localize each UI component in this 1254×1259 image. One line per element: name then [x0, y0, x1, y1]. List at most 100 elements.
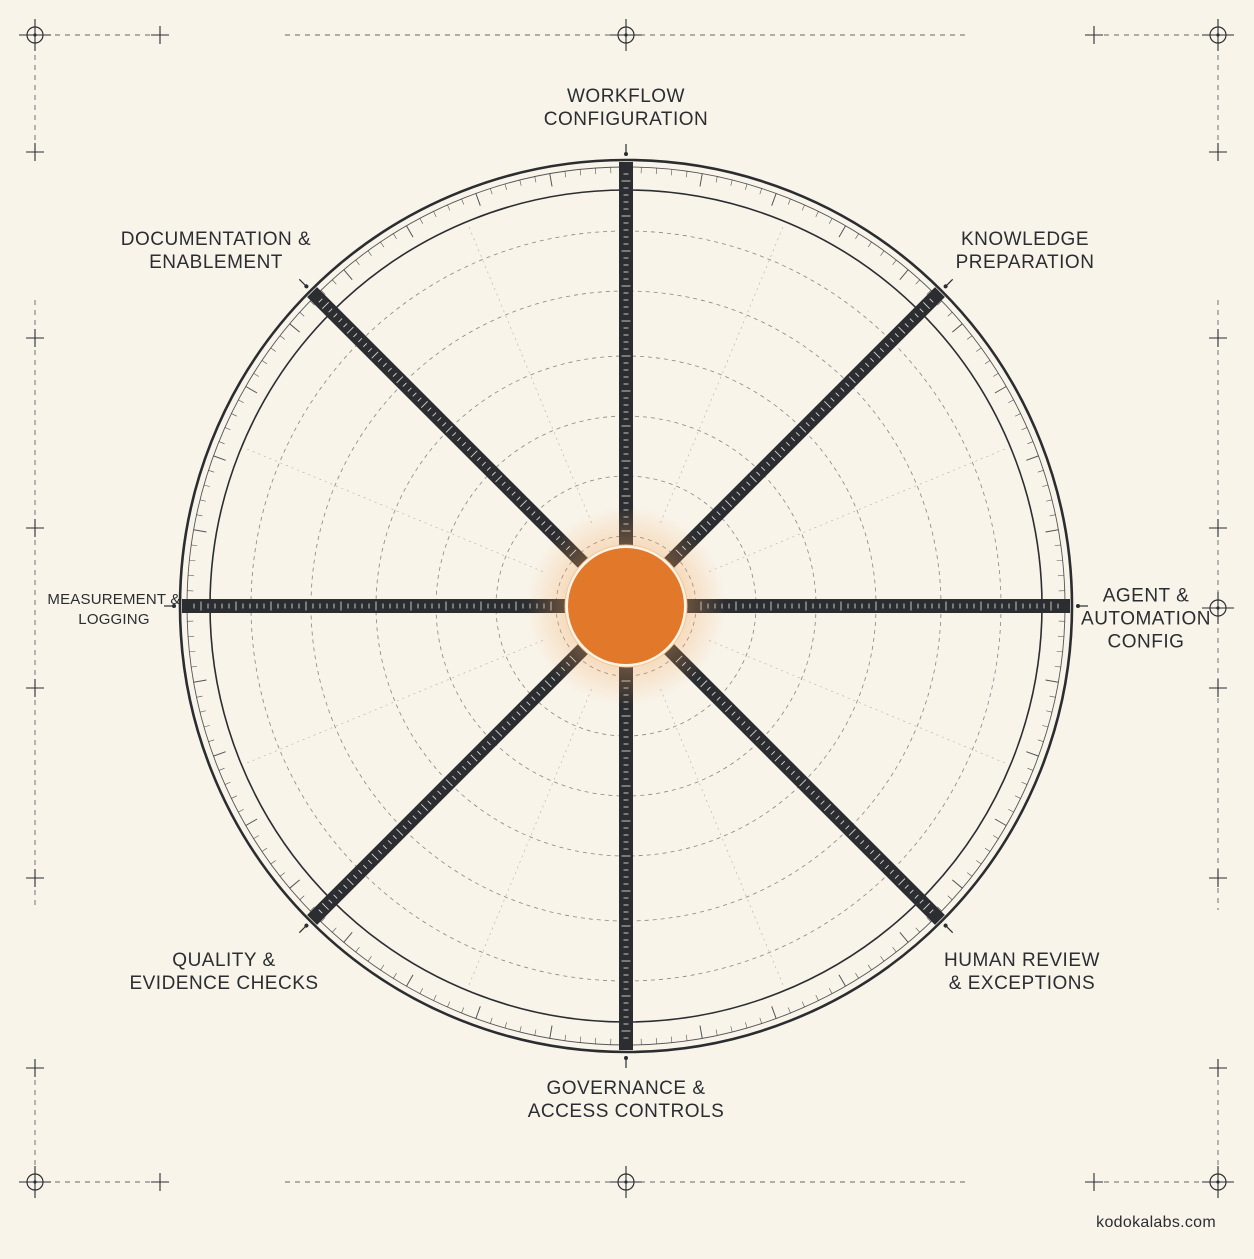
ring-tick [204, 725, 210, 727]
ring-tick [231, 796, 236, 799]
ring-tick [447, 1002, 449, 1007]
ring-tick [1042, 725, 1048, 727]
ring-tick [1022, 427, 1027, 429]
ring-tick [535, 177, 536, 183]
ring-tick [197, 515, 203, 516]
ring-tick [1057, 560, 1063, 561]
hub-circle [568, 548, 684, 664]
ring-tick [219, 768, 225, 770]
label-line: CONFIGURATION [544, 108, 708, 131]
label-line: MEASUREMENT & [47, 590, 180, 610]
watermark: kodokalabs.com [1096, 1214, 1216, 1232]
ring-tick [1008, 400, 1013, 403]
ring-tick [839, 975, 846, 986]
ring-tick [952, 324, 962, 332]
ring-tick [1038, 470, 1044, 472]
ring-tick [1015, 414, 1020, 417]
ring-tick [976, 861, 981, 865]
ring-tick [829, 988, 832, 993]
crosshair-mark [610, 19, 642, 51]
ring-tick [262, 361, 267, 364]
label-governance-access-controls: GOVERNANCE & ACCESS CONTROLS [528, 1077, 724, 1123]
ring-tick [868, 242, 871, 247]
label-line: ENABLEMENT [121, 251, 311, 274]
crosshair-mark [610, 1166, 642, 1198]
label-human-review-exceptions: HUMAN REVIEW & EXCEPTIONS [944, 949, 1100, 995]
ring-tick [1046, 530, 1059, 532]
spoke-leader-dot [1076, 604, 1080, 608]
ring-tick [420, 988, 423, 993]
guide-ray [709, 449, 1005, 571]
spoke-leader-dot [624, 1056, 628, 1060]
spoke-governance-access-controls [619, 646, 633, 1068]
ring-tick [855, 234, 858, 239]
ring-tick [952, 880, 962, 888]
ring-tick [381, 242, 384, 247]
ring-tick [238, 400, 243, 403]
ring-tick [300, 312, 304, 316]
ring-tick [716, 1030, 717, 1036]
ring-tick [993, 373, 998, 376]
spoke-workflow-configuration [619, 144, 633, 566]
ring-tick [985, 361, 990, 364]
ring-tick [254, 373, 259, 376]
label-line: KNOWLEDGE [956, 228, 1095, 251]
ring-tick [208, 470, 214, 472]
ring-tick [476, 193, 480, 205]
ring-tick [995, 387, 1006, 394]
ring-tick [280, 873, 285, 877]
guide-ray [660, 689, 782, 985]
ring-tick [855, 973, 858, 978]
ring-tick [197, 696, 203, 697]
label-agent-automation-config: AGENT & AUTOMATION CONFIG [1081, 585, 1211, 654]
ring-tick [200, 500, 206, 501]
label-line: ACCESS CONTROLS [528, 1100, 724, 1123]
ring-tick [393, 973, 396, 978]
ring-tick [462, 1007, 464, 1013]
ring-tick [225, 782, 230, 784]
ring-tick [368, 956, 372, 961]
ring-tick [535, 1030, 536, 1036]
ring-tick [760, 1018, 762, 1024]
ring-tick [189, 651, 195, 652]
ring-tick [772, 1006, 776, 1018]
ring-tick [381, 965, 384, 970]
ring-tick [1050, 515, 1056, 516]
ring-tick [760, 188, 762, 194]
ring-tick [520, 180, 521, 186]
label-line: GOVERNANCE & [528, 1077, 724, 1100]
ring-tick [686, 1035, 687, 1041]
ring-tick [1057, 651, 1063, 652]
ring-tick [686, 171, 687, 177]
ring-tick [447, 205, 449, 210]
ring-tick [550, 174, 552, 187]
ring-tick [700, 1026, 702, 1039]
ring-tick [231, 414, 236, 417]
ring-tick [881, 956, 885, 961]
ring-tick [254, 835, 259, 838]
ring-tick [200, 711, 206, 712]
label-line: QUALITY & [129, 949, 318, 972]
ring-tick [881, 251, 885, 256]
spoke-agent-automation-config [666, 599, 1088, 613]
ring-tick [1055, 545, 1061, 546]
ring-tick [332, 928, 336, 932]
ring-tick [1046, 680, 1059, 682]
ring-tick [700, 174, 702, 187]
ring-tick [745, 1022, 747, 1028]
guide-ray [469, 227, 591, 523]
ring-tick [191, 666, 197, 667]
ring-tick [420, 218, 423, 223]
ring-tick [1038, 740, 1044, 742]
label-line: AUTOMATION [1081, 608, 1211, 631]
label-line: WORKFLOW [544, 85, 708, 108]
ring-tick [1027, 768, 1033, 770]
ring-tick [565, 171, 566, 177]
ring-tick [356, 260, 360, 265]
ring-tick [271, 348, 276, 352]
ring-tick [490, 188, 492, 194]
ring-tick [976, 348, 981, 352]
ring-tick [802, 205, 804, 210]
ring-tick [985, 848, 990, 851]
